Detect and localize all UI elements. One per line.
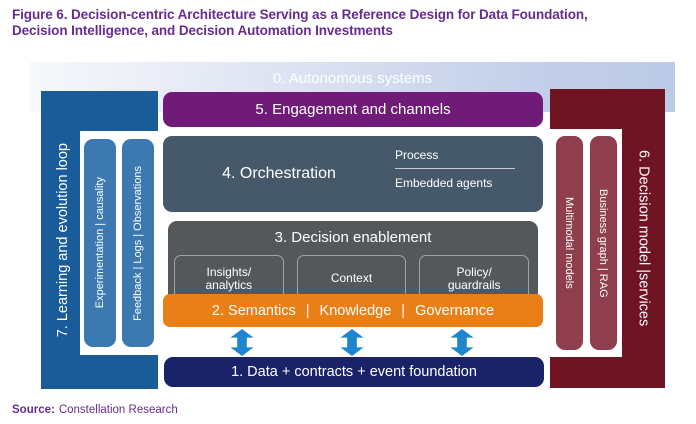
pipe-separator: | [305,302,310,319]
policy-guardrails-line1: Policy/ [456,264,492,279]
double-arrow-icon [340,329,364,356]
engagement-channels-box: 5. Engagement and channels [163,92,543,127]
semantics-knowledge-governance-bar: 2. Semantics | Knowledge | Governance [163,294,543,327]
insights-analytics-line2: analytics [205,278,253,292]
figure-title-line-1: Figure 6. Decision-centric Architecture … [12,7,588,22]
knowledge-segment: Knowledge [319,302,392,319]
learning-loop-inset: Experimentation | causality Feedback | L… [80,131,158,355]
decision-model-bar: Multimodal models Business graph | RAG 6… [550,89,665,388]
decision-model-spine: 6. Decision model |services [622,89,665,388]
policy-guardrails-line2: guardrails [447,278,501,292]
decision-model-label: 6. Decision model |services [635,150,652,327]
double-arrow-icon [450,329,474,356]
pipe-separator: | [401,302,406,319]
figure-title: Figure 6. Decision-centric Architecture … [12,7,688,39]
autonomous-systems-label: 0. Autonomous systems [272,70,433,87]
embedded-agents-label: Embedded agents [395,176,493,190]
governance-segment: Governance [415,302,495,319]
business-graph-rag-pill: Business graph | RAG [589,136,617,350]
orchestration-label: 4. Orchestration [222,165,336,182]
source-value: Constellation Research [58,404,178,416]
decision-enablement-label: 3. Decision enablement [274,229,432,246]
orchestration-box: 4. Orchestration Process Embedded agents [163,136,543,212]
experimentation-causality-pill: Experimentation | causality [84,139,116,347]
experimentation-causality-label: Experimentation | causality [94,177,106,309]
divider-line [395,168,515,169]
business-graph-rag-label: Business graph | RAG [597,188,609,298]
learning-loop-label: 7. Learning and evolution loop [55,142,71,338]
learning-loop-bar: 7. Learning and evolution loop Experimen… [41,91,158,389]
feedback-logs-observations-label: Feedback | Logs | Observations [132,165,144,321]
multimodal-models-label: Multimodal models [563,197,575,289]
insights-analytics-line1: Insights/ [206,264,252,279]
source-label: Source: [12,404,55,416]
decision-model-inset: Multimodal models Business graph | RAG [550,129,622,357]
engagement-channels-label: 5. Engagement and channels [255,101,451,118]
semantics-segment: 2. Semantics [211,302,296,319]
feedback-logs-observations-pill: Feedback | Logs | Observations [122,139,154,347]
data-foundation-label: 1. Data + contracts + event foundation [231,364,477,380]
multimodal-models-pill: Multimodal models [555,136,583,350]
orchestration-detail: Process Embedded agents [395,148,515,190]
data-foundation-bar: 1. Data + contracts + event foundation [164,357,544,387]
learning-loop-spine: 7. Learning and evolution loop [41,91,85,389]
figure-title-line-2: Decision Intelligence, and Decision Auto… [12,23,393,38]
source-line: Source:Constellation Research [12,404,178,416]
context-line1: Context [330,271,373,286]
process-label: Process [395,148,439,162]
double-arrow-icon [230,329,254,356]
